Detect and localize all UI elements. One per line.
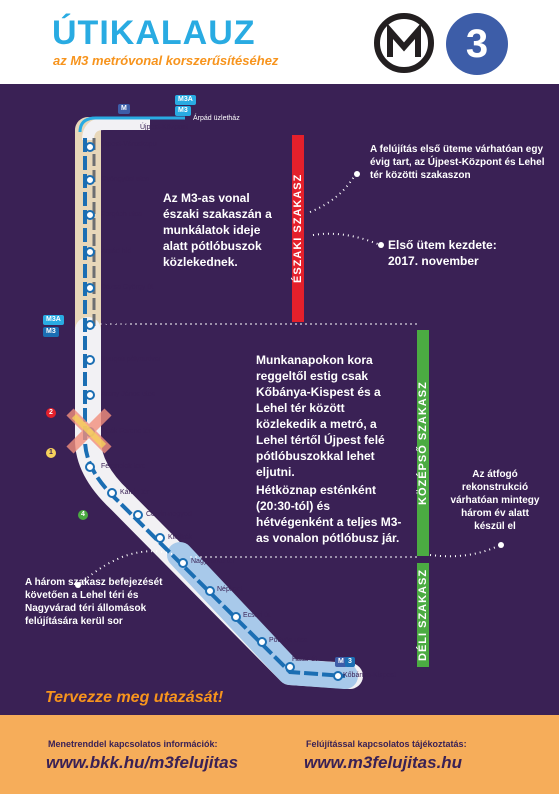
station-label: Lehel tér (101, 321, 129, 328)
station-label: Nyugati pályaudvar (101, 356, 161, 363)
note-phase-one-start: Első ütem kezdete: 2017. november (388, 238, 497, 268)
station-label: Nagyvárad tér (191, 558, 235, 565)
station-label: Kálvin tér (120, 489, 150, 496)
route-map-graphic (66, 116, 504, 689)
footer: Menetrenddel kapcsolatos információk: ww… (0, 715, 559, 794)
station-label: Pöttyös utca (269, 637, 308, 644)
header: ÚTIKALAUZ az M3 metróvonal korszerűsítés… (0, 0, 559, 84)
note-phase-one-duration: A felújítás első üteme várhatóan egy évi… (370, 144, 545, 181)
renovation-link[interactable]: www.m3felujitas.hu (304, 753, 463, 772)
station-label: Árpád híd (101, 248, 132, 255)
metro-chip: M (335, 657, 347, 667)
station-label: Forgách utca (101, 211, 142, 218)
page-title: ÚTIKALAUZ (52, 14, 256, 52)
line-number-badge: 3 (446, 13, 508, 75)
station-label: Határ út (292, 656, 317, 663)
station-label: Ferenciek tere (101, 463, 146, 470)
station-label: Ecseri út (243, 612, 271, 619)
note-overall-reconstruction: Az átfogó rekonstrukció várhatóan minteg… (450, 469, 540, 532)
section-north-label: ÉSZAKI SZAKASZ (292, 173, 304, 284)
timetable-link[interactable]: www.bkk.hu/m3felujitas (46, 753, 239, 772)
station-label: Arany János utca (101, 391, 156, 398)
m3a-chip: M3A (175, 95, 196, 105)
station-label: Kőbánya-Kispest (343, 672, 396, 679)
timetable-label: Menetrenddel kapcsolatos információk: (48, 739, 218, 749)
station-label: Corvin-negyed (146, 511, 192, 518)
metro-chip: M (118, 104, 130, 114)
station-label: Újpest-Városkapu (101, 141, 157, 148)
m3-chip: M3 (43, 327, 59, 337)
plan-journey-heading: Tervezze meg utazását! (45, 689, 224, 706)
metro-logo-icon (374, 13, 434, 73)
station-label: Árpád üzletház (193, 115, 240, 122)
note-weekday-service: Munkanapokon kora reggeltől estig csak K… (256, 353, 385, 479)
m3a-chip: M3A (43, 315, 64, 325)
station-label: Népliget (217, 586, 243, 593)
line-3-chip: 3 (345, 657, 355, 667)
line-4-transfer-icon: 4 (78, 510, 88, 520)
station-label: Gyöngyösi utca (101, 176, 150, 183)
station-label: Dózsa György út (101, 284, 154, 291)
line-2-transfer-icon: 2 (46, 408, 56, 418)
station-label: Deák Ferenc tér (101, 428, 152, 435)
note-north-bus: Az M3-as vonal északi szakaszán a munkál… (163, 191, 272, 269)
page-subtitle: az M3 metróvonal korszerűsítéséhez (53, 53, 279, 68)
m3-chip: M3 (175, 106, 191, 116)
station-label: Klinikák (168, 534, 193, 541)
station-label: Újpest-Központ (140, 124, 188, 131)
renovation-label: Felújítással kapcsolatos tájékoztatás: (306, 739, 467, 749)
section-middle-label: KÖZÉPSŐ SZAKASZ (417, 381, 429, 505)
line-1-transfer-icon: 1 (46, 448, 56, 458)
note-weekend-service: Hétköznap esténként (20:30-tól) és hétvé… (256, 483, 402, 545)
section-south-label: DÉLI SZAKASZ (417, 568, 429, 662)
note-stations-after: A három szakasz befejezését követően a L… (25, 577, 163, 627)
